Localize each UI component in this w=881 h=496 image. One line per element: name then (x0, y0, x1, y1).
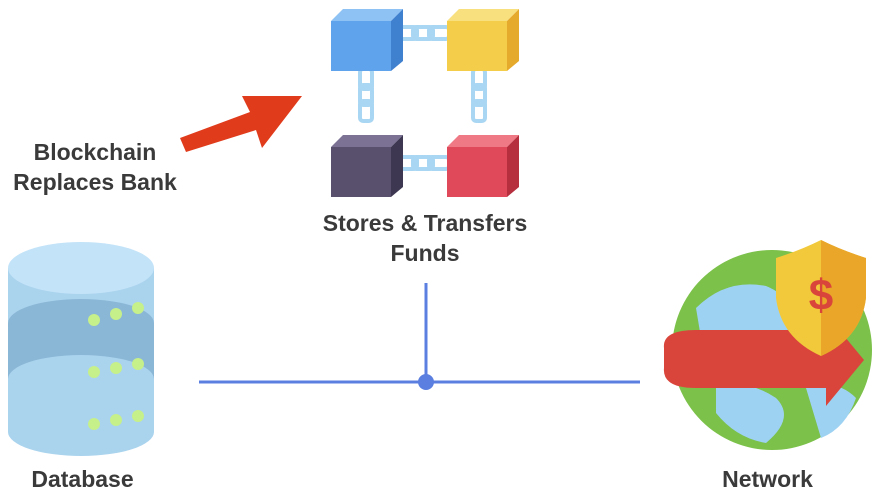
blockchain-caption: Stores & Transfers Funds (290, 208, 560, 268)
caption-line-1: Stores & Transfers (322, 210, 528, 236)
blue-block (331, 9, 403, 71)
red-block (447, 135, 519, 197)
callout-line-2: Replaces Bank (13, 169, 177, 195)
network-label: Network (722, 466, 813, 492)
dollar-symbol: $ (809, 271, 833, 320)
database-label: Database (31, 466, 134, 492)
red-arrow-icon (180, 96, 302, 152)
yellow-block (447, 9, 519, 71)
caption-line-2: Funds (390, 240, 460, 266)
dark-block (331, 135, 403, 197)
database-icon (8, 242, 154, 456)
globe-icon: $ (663, 240, 872, 450)
junction-dot (418, 374, 434, 390)
callout-text: Blockchain Replaces Bank (0, 137, 190, 197)
callout-line-1: Blockchain (33, 139, 157, 165)
blockchain-icon (331, 9, 519, 197)
